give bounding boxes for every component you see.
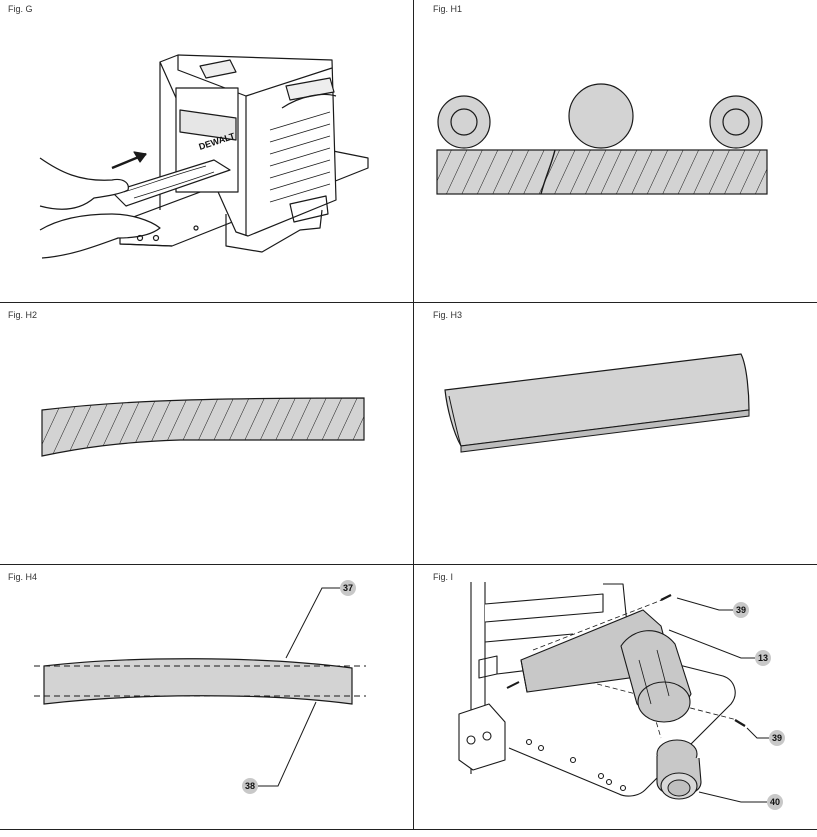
callout-39-top [733, 602, 749, 618]
callout-40 [767, 794, 783, 810]
board-h4 [43, 658, 353, 705]
screw-top [660, 594, 672, 601]
figure-h2-warped-board [41, 397, 365, 457]
bottom-divider [0, 829, 817, 830]
figure-i-dust-port: 39 13 39 40 [458, 582, 785, 810]
callout-13-label: 13 [758, 653, 768, 663]
roller-center [568, 83, 634, 149]
callout-38-label: 38 [245, 781, 255, 791]
callout-40-label: 40 [770, 797, 780, 807]
callout-37-label: 37 [343, 583, 353, 593]
figure-label-h1: Fig. H1 [433, 4, 463, 14]
figure-label-h4: Fig. H4 [8, 572, 38, 582]
figure-label-h2: Fig. H2 [8, 310, 38, 320]
callout-39-top-label: 39 [736, 605, 746, 615]
callout-37 [340, 580, 356, 596]
figure-g-planer-feeding: DEWALT [39, 54, 369, 259]
row-divider-2 [0, 564, 817, 565]
callout-39-bottom [769, 730, 785, 746]
figure-label-i: Fig. I [433, 572, 454, 582]
row-divider-1 [0, 302, 817, 303]
screw-bottom [734, 719, 746, 727]
vertical-divider [413, 0, 414, 829]
figure-h1-board-rollers [436, 83, 768, 195]
figure-h4-bowed-board: 37 38 [34, 580, 366, 794]
callout-39-bottom-label: 39 [772, 733, 782, 743]
figure-label-g: Fig. G [8, 4, 33, 14]
figure-h3-cupped-board [444, 353, 750, 453]
callout-38 [242, 778, 258, 794]
callout-13 [755, 650, 771, 666]
figure-label-h3: Fig. H3 [433, 310, 463, 320]
